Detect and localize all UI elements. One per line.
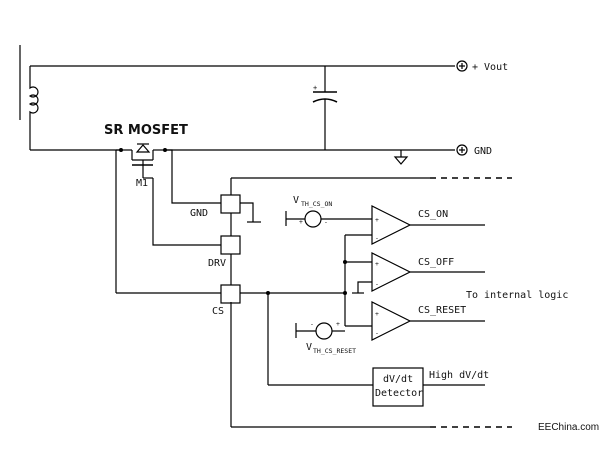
vth-reset-minus: - [310,320,314,328]
gnd-out-label: GND [474,146,492,157]
vth-cs-on-plus: + [299,218,303,226]
watermark: EEChina.com [538,422,599,433]
comp-off-plus: + [375,260,379,268]
high-dvdt-label: High dV/dt [429,370,489,381]
vth-cs-on-minus: - [324,218,328,226]
gnd-pin-wire [165,149,221,204]
detector-label: Detector [375,388,423,399]
dvdt-label: dV/dt [383,374,413,385]
comp-on-plus: + [375,216,379,224]
dvdt-detector: dV/dt Detector High dV/dt [372,367,489,407]
comparator-cs-reset: + - CS_RESET [371,301,485,341]
vout-rail: + Vout [30,60,508,73]
vth-cs-on-subscript: TH_CS_ON [301,200,332,208]
vth-cs-on-label: V [293,195,299,206]
drv-pin-wire [152,178,221,246]
pin-drv [220,235,241,255]
vth-cs-reset-label: V [306,342,312,353]
to-internal-logic-label: To internal logic [466,290,568,301]
output-capacitor: + [312,66,338,150]
gnd-rail: GND [30,144,492,165]
sr-mosfet-label: SR MOSFET [104,123,188,138]
cs-off-label: CS_OFF [418,257,454,268]
m1-label: M1 [136,178,148,189]
comparator-cs-off: + - CS_OFF [352,252,485,294]
vth-reset-plus: + [336,320,340,328]
pin-drv-label: DRV [208,258,226,269]
vth-cs-reset-subscript: TH_CS_RESET [313,347,356,355]
pin-gnd-label: GND [190,208,208,219]
gnd-terminal [456,144,468,156]
comp-on-minus: - [375,234,379,242]
vout-label: + Vout [472,62,508,73]
pin-gnd [220,194,241,214]
comp-off-minus: - [375,280,379,288]
capacitor-plus: + [313,84,317,92]
comp-reset-minus: - [375,329,379,337]
vth-cs-on-source: V TH_CS_ON + - [285,195,372,228]
cs-reset-label: CS_RESET [418,305,466,316]
pin-cs-label: CS [212,306,224,317]
pin-cs [220,284,241,304]
comp-reset-plus: + [375,310,379,318]
comparator-cs-on: + - CS_ON [371,205,485,245]
sr-mosfet: SR MOSFET M1 [104,123,188,189]
transformer-winding [19,45,39,150]
vout-terminal [456,60,468,72]
cs-on-label: CS_ON [418,209,448,220]
vth-cs-reset-source: - + V TH_CS_RESET [295,320,356,355]
ground-symbol [393,156,409,165]
